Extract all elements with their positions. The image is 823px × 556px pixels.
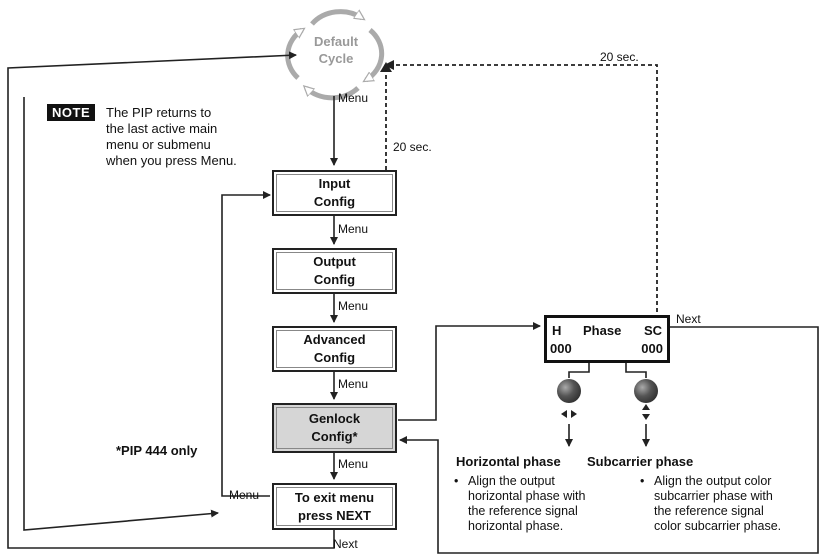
description-line: subcarrier phase with: [654, 489, 773, 503]
arrow-lcd-next-loop: [399, 326, 819, 554]
description-line: the reference signal: [468, 504, 578, 518]
lcd-h-label: H: [552, 323, 562, 338]
menu-label-cycle: Menu: [338, 91, 369, 105]
next-label-lcd: Next: [676, 312, 701, 326]
timeout-label-middle: 20 sec.: [393, 140, 432, 154]
genlock-config-box[interactable]: Genlock Config*: [272, 403, 397, 453]
exit-menu-line2: press NEXT: [298, 507, 371, 523]
input-config-line1: Input: [318, 176, 351, 191]
advanced-config-line2: Config: [313, 350, 356, 365]
description-line: the reference signal: [654, 504, 764, 518]
bullet: •: [640, 474, 645, 488]
genlock-config-line1: Genlock: [308, 411, 361, 426]
description-line: Align the output: [468, 474, 555, 488]
advanced-config-line1: Advanced: [303, 332, 366, 347]
lcd-sc-label: SC: [643, 323, 662, 338]
lcd-display: H Phase SC 000 000: [544, 315, 670, 363]
cycle-arrows-icon: [285, 12, 385, 101]
note-line: menu or submenu: [106, 137, 211, 152]
exit-menu-line1: To exit menu: [294, 489, 375, 505]
bullet: •: [454, 474, 459, 488]
description-line: color subcarrier phase.: [654, 519, 782, 533]
arrow-menu-to-input: [221, 191, 271, 497]
arrow-exit-menu-loop: [23, 97, 219, 531]
description-line: horizontal phase with: [468, 489, 586, 503]
timeout-label-top: 20 sec.: [600, 50, 639, 64]
menu-label-exit: Menu: [229, 488, 260, 502]
note-line: The PIP returns to: [106, 105, 212, 120]
default-cycle-label: Default Cycle: [300, 33, 372, 67]
input-config-box[interactable]: Input Config: [272, 170, 397, 216]
output-config-box[interactable]: Output Config: [272, 248, 397, 294]
subcarrier-phase-heading: Subcarrier phase: [587, 454, 694, 469]
arrow-exit-next-loop: [7, 51, 335, 549]
exit-menu-box[interactable]: To exit menu press NEXT: [272, 483, 397, 530]
note-tag: NOTE: [47, 104, 96, 121]
output-config-line2: Config: [313, 272, 356, 287]
lcd-h-value: 000: [550, 341, 572, 356]
menu-label-input: Menu: [338, 222, 369, 236]
note-line: the last active main: [106, 121, 218, 136]
input-config-line2: Config: [313, 194, 356, 209]
subcarrier-adjust-knob-icon[interactable]: [634, 379, 658, 403]
advanced-config-box[interactable]: Advanced Config: [272, 326, 397, 372]
lcd-sc-value: 000: [641, 341, 663, 356]
default-cycle-line2: Cycle: [318, 51, 354, 66]
arrow-genlock-to-lcd: [398, 322, 541, 421]
output-config-line1: Output: [313, 254, 356, 269]
note-text: The PIP returns to the last active main …: [106, 105, 237, 169]
horizontal-phase-description: • Align the output horizontal phase with…: [454, 474, 586, 534]
left-right-arrow-icon: [561, 410, 577, 418]
genlock-config-line2: Config*: [311, 429, 358, 444]
up-down-arrow-icon: [642, 404, 650, 420]
description-line: Align the output color: [654, 474, 772, 488]
next-label-exit: Next: [333, 537, 358, 551]
horizontal-adjust-knob-icon[interactable]: [557, 379, 581, 403]
menu-label-genlock: Menu: [338, 457, 369, 471]
note-line: when you press Menu.: [106, 153, 237, 168]
horizontal-phase-heading: Horizontal phase: [456, 454, 561, 469]
description-line: horizontal phase.: [468, 519, 564, 533]
lcd-phase-label: Phase: [583, 323, 622, 338]
subcarrier-phase-description: • Align the output color subcarrier phas…: [640, 474, 782, 534]
menu-label-advanced: Menu: [338, 377, 369, 391]
menu-label-output: Menu: [338, 299, 369, 313]
footnote: *PIP 444 only: [116, 443, 198, 458]
timeout-lcd-dashed: [394, 64, 658, 312]
default-cycle-line1: Default: [313, 34, 359, 49]
